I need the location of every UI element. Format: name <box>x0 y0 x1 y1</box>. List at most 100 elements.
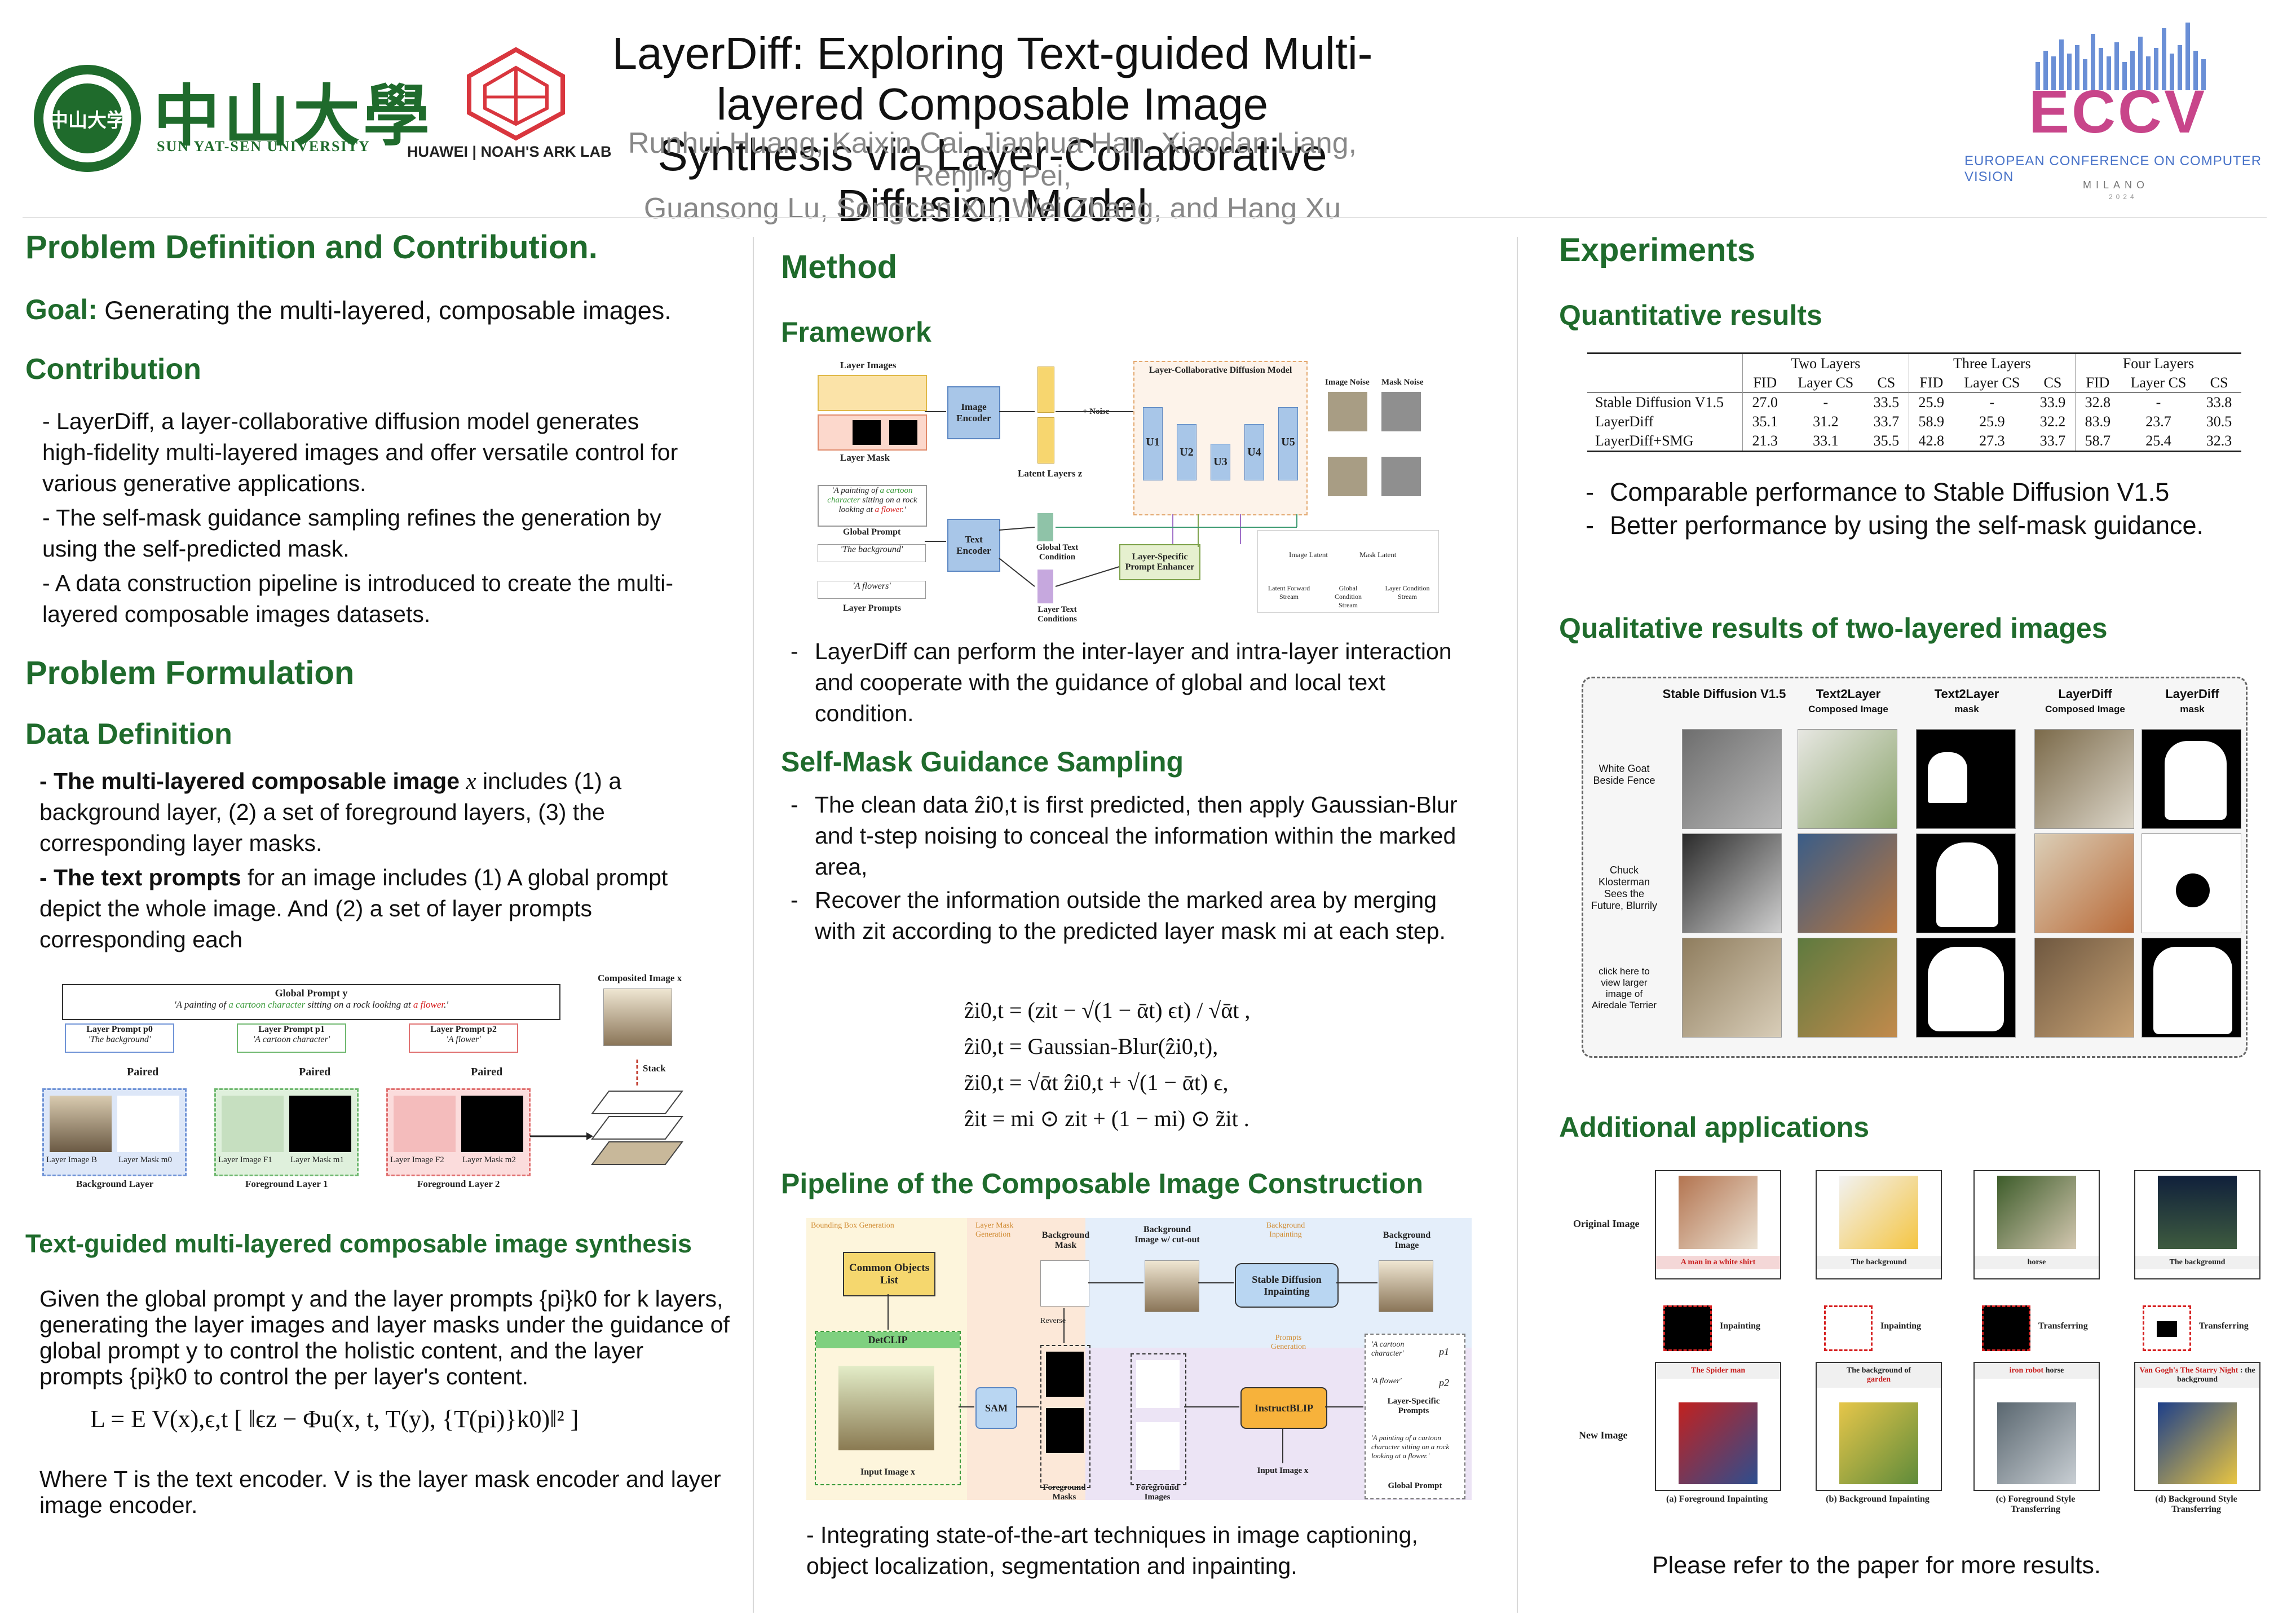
table-subcol: FID <box>1908 373 1954 393</box>
loss-equation: L = E V(x),ϵ,t [ ‖ϵz − Φu(x, t, T(y), {T… <box>90 1405 579 1433</box>
layer-mask-m0 <box>117 1096 179 1152</box>
data-def-2: - The text prompts for an image includes… <box>39 862 694 955</box>
add-op: Inpainting <box>1880 1321 1922 1331</box>
table-cell: 25.9 <box>1979 413 2005 430</box>
add-cap2-main: The Spider man <box>1690 1366 1746 1375</box>
quant-bullet: Better performance by using the self-mas… <box>1579 510 2267 541</box>
eccv-wordmark: ECCV <box>2029 77 2207 145</box>
add-cap2-main: Van Gogh's The Starry Night <box>2139 1366 2238 1375</box>
fw-prompt-enhancer: Layer-Specific Prompt Enhancer <box>1119 544 1200 580</box>
add-new-image <box>2158 1402 2237 1484</box>
table-cell: 33.1 <box>1813 433 1839 449</box>
fw-flowers-prompt: 'A flowers' <box>818 581 926 599</box>
add-cap2-rest: : the background <box>2176 1366 2255 1384</box>
layer-prompt-1: Layer Prompt p1'A cartoon character' <box>237 1023 346 1053</box>
layer-image-f2 <box>394 1096 456 1152</box>
title-line-2: Synthesis via Layer-Collaborative Diffus… <box>657 130 1327 231</box>
paired-label: Paired <box>127 1066 159 1078</box>
authors-line-2: Guansong Lu, Songcen Xu, Wei Zhang, and … <box>643 192 1341 225</box>
add-mask <box>1824 1305 1873 1351</box>
add-col-background-style: The background Transferring Van Gogh's T… <box>2134 1170 2260 1520</box>
pl-fg-masks-box <box>1040 1345 1090 1488</box>
contribution-item: - LayerDiff, a layer-collaborative diffu… <box>42 408 678 496</box>
fw-unet-block-u3: U3 <box>1211 444 1230 480</box>
add-cap1: The background <box>1817 1256 1941 1269</box>
gp-text-c: sitting on a rock looking at <box>305 999 413 1010</box>
qual-image <box>1798 938 1897 1038</box>
table-cell: 21.3 <box>1742 431 1787 451</box>
global-prompt-box: Global Prompt y 'A painting of a cartoon… <box>62 984 560 1020</box>
table-group-header: Two Layers <box>1742 354 1909 373</box>
qual-col-header: Stable Diffusion V1.5 <box>1662 687 1786 701</box>
add-op: Transferring <box>2038 1321 2088 1331</box>
add-card-original: A man in a white shirt <box>1655 1170 1781 1279</box>
pl-fg-mask-thumb <box>1046 1408 1084 1453</box>
qual-mask <box>1916 833 2016 933</box>
table-corner <box>1587 354 1742 373</box>
lm1-label: Layer Mask m1 <box>290 1155 344 1164</box>
fw-unet-block-u2: U2 <box>1177 424 1196 480</box>
dd1-var: x <box>466 768 476 794</box>
add-new-label: New Image <box>1579 1429 1628 1441</box>
add-col-background-inpainting: The background Inpainting The background… <box>1816 1170 1942 1520</box>
fw-lcdm-label: Layer-Collaborative Diffusion Model <box>1149 365 1292 375</box>
qual-row-label: White Goat Beside Fence <box>1593 763 1655 786</box>
data-def-1: - The multi-layered composable image x i… <box>39 766 694 859</box>
table-cell: Stable Diffusion V1.5 <box>1595 394 1724 411</box>
pl-mask-gen-label: Layer Mask Generation <box>975 1221 1014 1239</box>
fw-latent-stack <box>1037 417 1054 464</box>
fw-leg-gcs: Global Condition Stream <box>1334 584 1362 609</box>
gp-text-d: a flower <box>413 999 444 1010</box>
add-original-image <box>1997 1176 2076 1249</box>
pl-bbox-gen-label: Bounding Box Generation <box>811 1221 894 1230</box>
table-row: LayerDiff 35.1 31.2 33.7 58.9 25.9 32.2 … <box>1587 412 2241 431</box>
background-layer-box: Layer Image B Layer Mask m0 <box>42 1088 187 1176</box>
fw-global-prompt-label: Global Prompt <box>843 527 901 537</box>
pipeline-bullet: - Integrating state-of-the-art technique… <box>806 1522 1418 1579</box>
add-new-image <box>1997 1402 2076 1484</box>
add-original-image <box>2158 1176 2237 1249</box>
fw-noise-thumb <box>1328 392 1367 431</box>
composited-image <box>603 988 672 1046</box>
add-card-new: The Spider man <box>1655 1362 1781 1491</box>
equation-3: z̃i0,t = √ᾱt ẑi0,t + √(1 − ᾱt) ϵ, <box>964 1070 1229 1095</box>
layer-mask-m1 <box>289 1096 351 1152</box>
lp1-text: 'A cartoon character' <box>253 1035 330 1044</box>
fw-unet-block-u4: U4 <box>1244 424 1264 480</box>
title-line-1: LayerDiff: Exploring Text-guided Multi-l… <box>612 28 1373 129</box>
pl-p1: p1 <box>1439 1346 1449 1357</box>
heading-data-definition: Data Definition <box>25 718 232 751</box>
qual-mask <box>2142 833 2241 933</box>
table-cell: 58.7 <box>2074 431 2120 451</box>
table-group-header: Four Layers <box>2074 354 2241 373</box>
add-cap1: horse <box>1975 1256 2099 1269</box>
foreground-layer-1-box: Layer Image F1 Layer Mask m1 <box>214 1088 359 1176</box>
framework-bullet-list: LayerDiff can perform the inter-layer an… <box>784 636 1460 731</box>
heading-self-mask-guidance: Self-Mask Guidance Sampling <box>781 746 1184 778</box>
lp0-label: Layer Prompt p0 <box>86 1025 153 1034</box>
li-f1-label: Layer Image F1 <box>218 1155 272 1164</box>
add-cap2-main: iron robot <box>2009 1366 2044 1375</box>
pl-input-image-2-label: Input Image x <box>1257 1466 1309 1475</box>
fw-leg-mask-latent: Mask Latent <box>1359 550 1397 559</box>
heading-contribution: Contribution <box>25 353 201 386</box>
dd2-rest: for an image includes (1) A global promp… <box>39 864 668 952</box>
fw-unet-block-u1: U1 <box>1143 407 1163 480</box>
goal-line: Goal: Generating the multi-layered, comp… <box>25 293 672 326</box>
qual-col-subheader: Composed Image <box>1808 704 1888 714</box>
table-cell: 27.3 <box>1979 433 2005 449</box>
table-row: Stable Diffusion V1.5 27.0 - 33.5 25.9 -… <box>1587 392 2241 412</box>
layer-image-b <box>50 1096 112 1152</box>
fw-layer-masks <box>818 414 927 451</box>
fw-global-prompt-box: 'A painting of a cartoon character sitti… <box>818 485 927 527</box>
smgs-bullet: The clean data ẑi0,t is first predicted,… <box>784 789 1460 882</box>
table-cell: - <box>2156 394 2161 411</box>
qual-image <box>1682 729 1782 829</box>
poster-authors: Runhui Huang, Kaixin Cai, Jianhua Han, X… <box>620 127 1365 225</box>
pl-bg-image-thumb <box>1379 1260 1433 1312</box>
pl-input-image-label: Input Image x <box>860 1467 915 1477</box>
add-bottom-caption: (c) Foreground Style Transferring <box>1995 1494 2076 1514</box>
fw-layer-mask-label: Layer Mask <box>840 452 890 463</box>
composited-label: Composited Image x <box>598 973 682 983</box>
encoder-description: Where T is the text encoder. V is the la… <box>39 1466 721 1518</box>
